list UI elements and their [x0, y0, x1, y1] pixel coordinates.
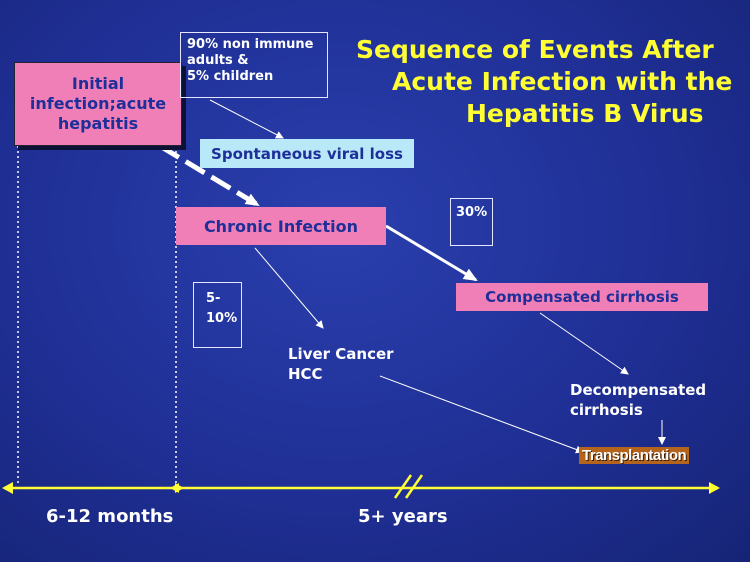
timeline-label-long: 5+ years — [358, 506, 448, 527]
liver-cancer-line-2: HCC — [288, 365, 323, 383]
liver-cancer-line-1: Liver Cancer — [288, 345, 394, 363]
liver-cancer-label: Liver Cancer HCC — [288, 344, 394, 384]
decompensated-cirrhosis-label: Decompensated cirrhosis — [570, 380, 706, 420]
arrow-initial-to-chronic — [158, 143, 260, 208]
title-line-3: Hepatitis B Virus — [466, 99, 704, 128]
chronic-infection-box: Chronic Infection — [176, 207, 386, 245]
compensated-cirrhosis-box: Compensated cirrhosis — [456, 283, 708, 311]
initial-infection-box: Initial infection;acute hepatitis — [14, 62, 182, 146]
non-immune-line-3: 5% children — [187, 69, 274, 84]
initial-line-3: hepatitis — [57, 114, 139, 133]
non-immune-line-1: 90% non immune — [187, 37, 314, 52]
title-line-1: Sequence of Events After — [356, 35, 714, 64]
non-immune-line-2: adults & — [187, 53, 249, 68]
arrow-compensated-to-decompensated — [539, 312, 629, 375]
arrow-liver-cancer-to-transplantation — [379, 375, 584, 454]
arrow-chronic-to-compensated — [385, 224, 478, 282]
arrow-chronic-to-liver-cancer — [254, 247, 324, 329]
initial-line-2: infection;acute — [29, 94, 167, 113]
timeline-axis — [2, 474, 720, 499]
non-immune-note: 90% non immune adults & 5% children — [180, 32, 328, 98]
decompensated-line-2: cirrhosis — [570, 401, 643, 419]
transplantation-label: Transplantation — [579, 447, 690, 464]
slide-title: Sequence of Events After Acute Infection… — [352, 34, 747, 130]
five-ten-line-1: 5- — [206, 291, 221, 306]
five-ten-percent-note: 5- 10% — [193, 282, 242, 348]
title-line-2: Acute Infection with the — [392, 67, 733, 96]
decompensated-line-1: Decompensated — [570, 381, 707, 399]
five-ten-line-2: 10% — [206, 311, 238, 326]
arrow-note-to-spontaneous — [209, 99, 284, 139]
timeline-label-short: 6-12 months — [46, 506, 174, 527]
thirty-percent-note: 30% — [450, 198, 493, 246]
initial-line-1: Initial — [71, 74, 125, 93]
spontaneous-viral-loss-box: Spontaneous viral loss — [200, 139, 414, 168]
